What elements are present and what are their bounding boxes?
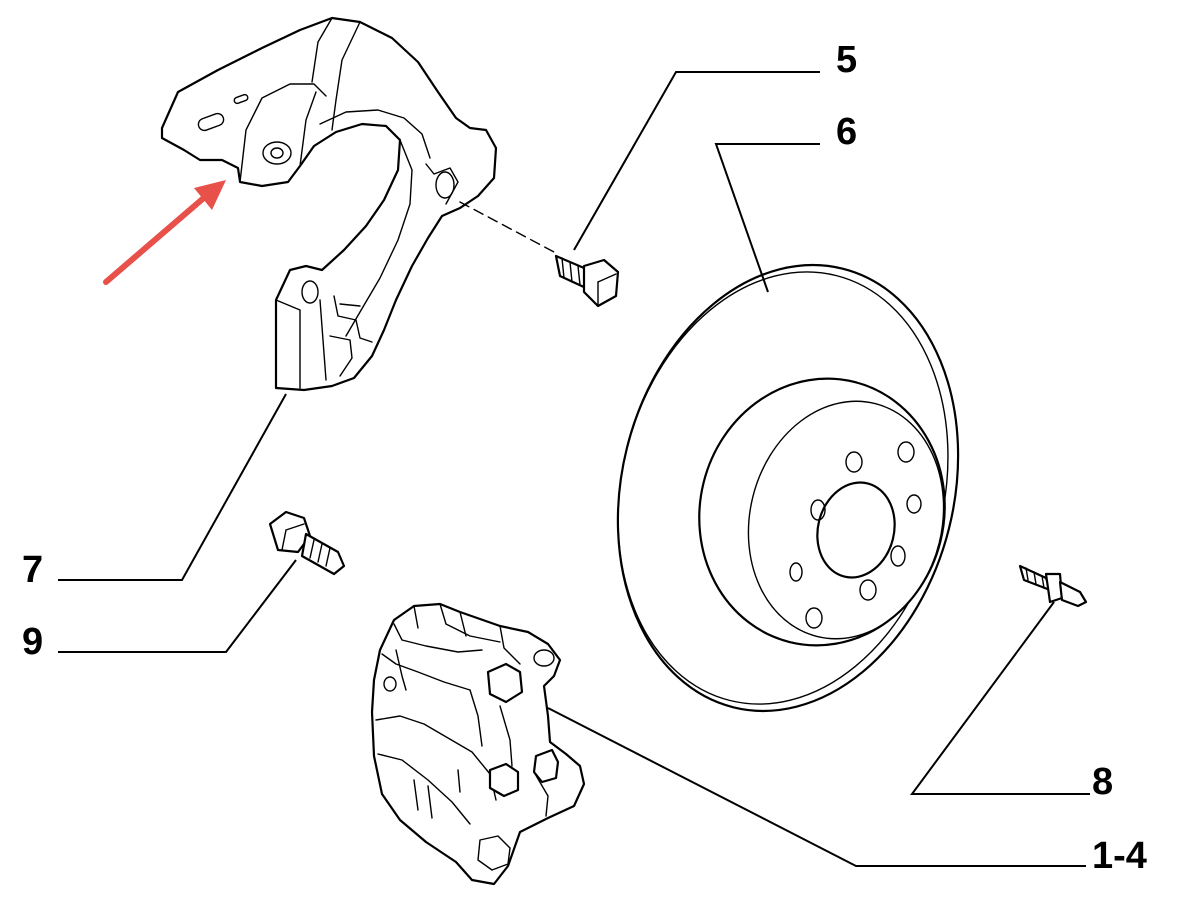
brake-disc [616, 263, 960, 713]
bolt [459, 201, 620, 308]
callout-7: 7 [22, 549, 43, 591]
wheel-stud [1018, 564, 1088, 608]
dust-shield [160, 16, 498, 392]
caliper-bolt [268, 510, 346, 576]
disc-bolt-holes [789, 441, 922, 629]
callout-5: 5 [836, 39, 857, 81]
callout-1-4: 1-4 [1092, 835, 1147, 877]
callout-6: 6 [836, 111, 857, 153]
leader-1-4 [547, 707, 1086, 867]
callout-9: 9 [22, 621, 43, 663]
leader-lines [58, 71, 1090, 867]
indicator-arrow [103, 180, 226, 285]
leader-9 [58, 559, 297, 653]
leader-5 [573, 71, 820, 251]
brake-caliper [370, 602, 586, 886]
leader-8 [910, 601, 1090, 795]
callout-8: 8 [1092, 761, 1113, 803]
callout-labels: 5 6 7 9 8 1-4 [22, 39, 1147, 877]
leader-7 [58, 393, 287, 581]
leader-6 [714, 143, 820, 293]
